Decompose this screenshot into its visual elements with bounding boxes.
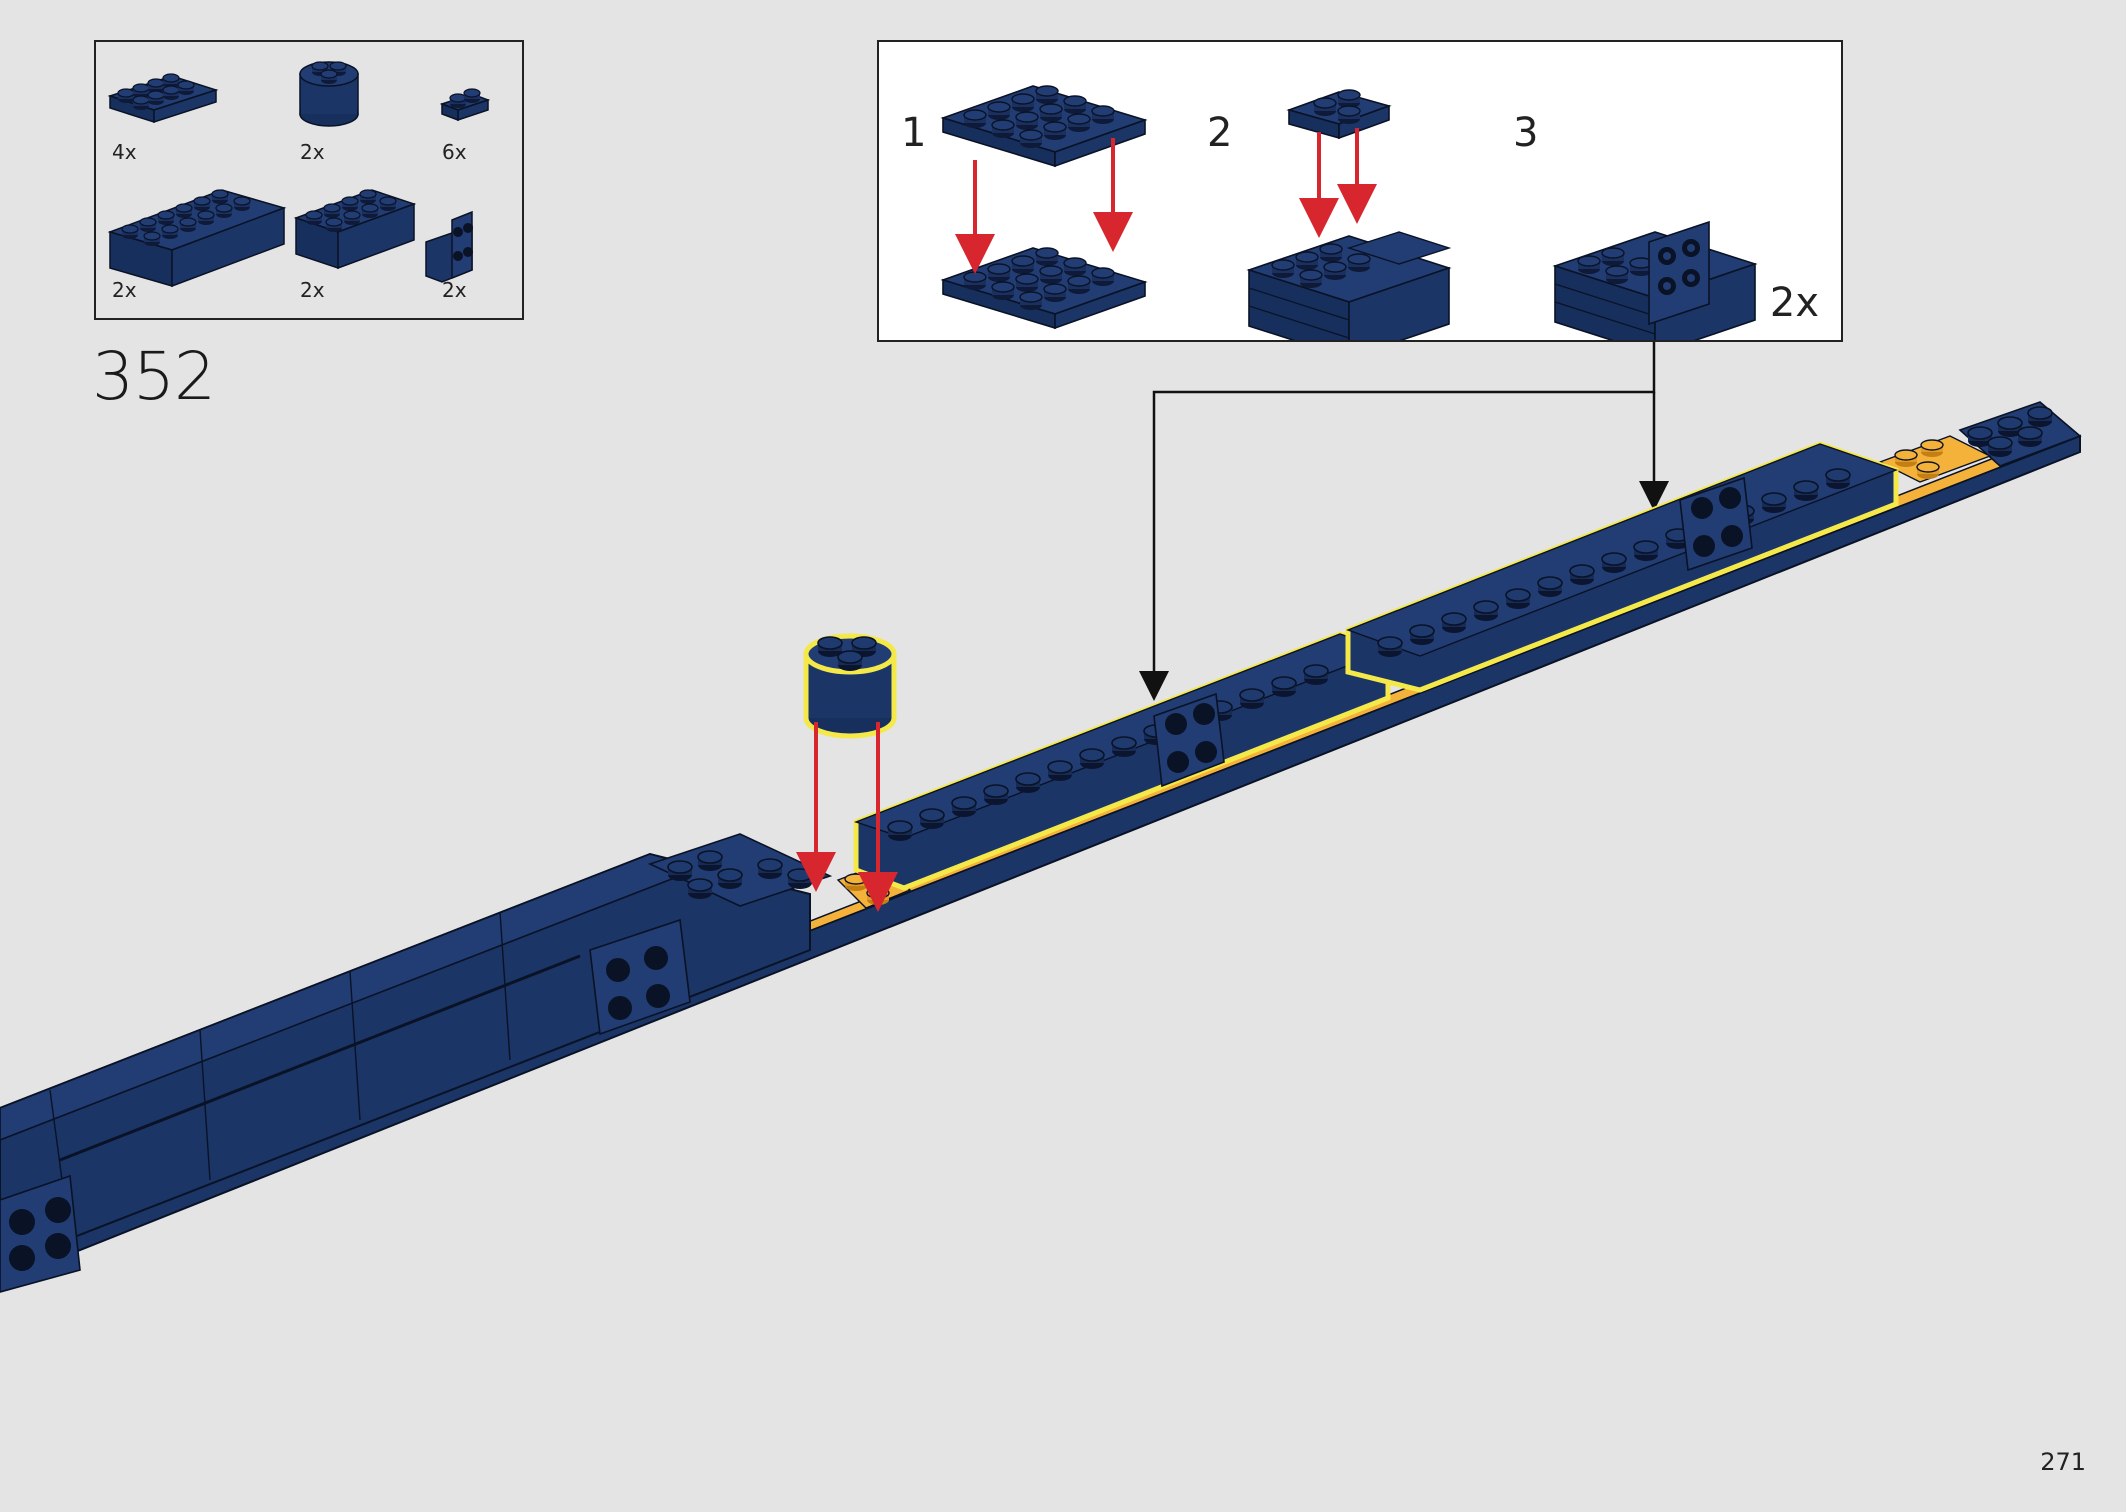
subassembly-step-2-illustration: [1246, 89, 1452, 340]
subassembly-step-label: 2: [1207, 110, 1233, 156]
part-round-brick-icon: [299, 61, 359, 127]
connector-arrow-left: [1139, 342, 1656, 701]
part-brick-2x4-modified-icon: [293, 189, 417, 270]
subassembly-box: 1 2 3 2x: [877, 40, 1843, 342]
model-existing-body: [0, 833, 912, 1293]
part-bracket-icon: [425, 210, 473, 283]
parts-list-illustrations: [107, 61, 491, 288]
subassembly-step-3-illustration: [1552, 220, 1758, 340]
model-new-bricks: [853, 441, 1899, 891]
part-brick-2x6-icon: [107, 189, 287, 288]
subassembly-multiplier: 2x: [1769, 280, 1819, 326]
part-plate-1x2-icon: [439, 88, 491, 122]
subassembly-step-label: 3: [1513, 110, 1539, 156]
subassembly-step-label: 1: [901, 110, 927, 156]
model-round-brick-floating: [796, 633, 898, 912]
step-number: 352: [92, 338, 216, 415]
parts-list-box: 4x 2x 6x 2x 2x 2x: [94, 40, 524, 320]
part-quantity: 2x: [300, 140, 325, 164]
part-quantity: 2x: [112, 278, 137, 302]
subassembly-step-1-illustration: [940, 85, 1148, 330]
part-quantity: 2x: [300, 278, 325, 302]
part-quantity: 6x: [442, 140, 467, 164]
subassembly-illustrations: [940, 85, 1758, 340]
part-quantity: 4x: [112, 140, 137, 164]
page-number: 271: [2040, 1448, 2086, 1476]
part-plate-2x4-icon: [107, 73, 219, 124]
part-quantity: 2x: [442, 278, 467, 302]
